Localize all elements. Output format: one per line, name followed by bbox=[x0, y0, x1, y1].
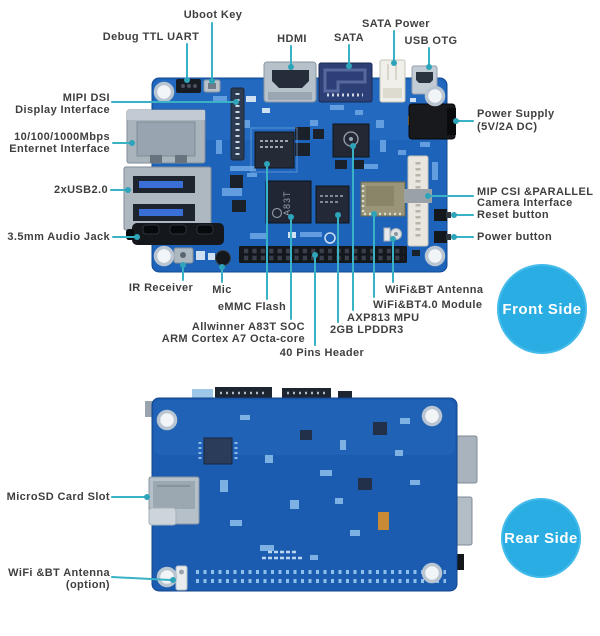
label-power-supply-line1: Power Supply bbox=[477, 108, 555, 120]
silkscreen-logo bbox=[324, 232, 336, 244]
label-hdmi: HDMI bbox=[277, 33, 307, 45]
rear-antenna-connector bbox=[175, 565, 188, 591]
front-side-badge: Front Side bbox=[497, 264, 587, 354]
label-ethernet-line1: 10/100/1000Mbps bbox=[14, 131, 110, 143]
reset-button bbox=[434, 209, 451, 221]
rear-usb-edge bbox=[454, 496, 473, 546]
label-rear-antenna-line1: WiFi &BT Antenna bbox=[8, 567, 110, 579]
front-mounting-holes bbox=[153, 81, 446, 267]
label-soc-line2: ARM Cortex A7 Octa-core bbox=[161, 333, 305, 345]
label-mipi-dsi-line2: Display Interface bbox=[15, 104, 110, 116]
rear-side-badge: Rear Side bbox=[501, 498, 581, 578]
label-wifi-module: WiFi&BT4.0 Module bbox=[373, 299, 483, 311]
label-sata: SATA bbox=[334, 32, 364, 44]
label-microsd: MicroSD Card Slot bbox=[6, 491, 110, 503]
front-side-badge-text: Front Side bbox=[502, 300, 582, 318]
rear-dark-parts bbox=[300, 422, 387, 490]
label-audio-jack: 3.5mm Audio Jack bbox=[7, 231, 110, 243]
power-jack bbox=[408, 103, 456, 140]
leader-dots bbox=[125, 60, 459, 583]
inductors bbox=[230, 127, 420, 256]
label-mipi-dsi: MIPI DSI Display Interface bbox=[15, 92, 110, 116]
power-button bbox=[434, 231, 451, 243]
sata-port bbox=[318, 62, 373, 103]
rear-capacitor bbox=[378, 512, 389, 530]
label-axp813: AXP813 MPU bbox=[347, 312, 420, 324]
rear-top-connectors bbox=[215, 387, 352, 399]
front-board: A83T bbox=[123, 59, 456, 273]
label-usb-otg: USB OTG bbox=[404, 35, 458, 47]
label-rear-antenna-line2: (option) bbox=[65, 579, 110, 591]
label-wifi-antenna: WiFi&BT Antenna bbox=[385, 284, 484, 296]
label-emmc: eMMC Flash bbox=[217, 301, 287, 313]
rear-silkscreen bbox=[220, 415, 420, 560]
label-ethernet-line2: Enternet Interface bbox=[9, 143, 110, 155]
microphone bbox=[215, 250, 231, 266]
label-soc-line1: Allwinner A83T SOC bbox=[191, 321, 305, 333]
rear-top-tab bbox=[192, 389, 213, 399]
front-silkscreen bbox=[213, 96, 438, 239]
hdmi-port bbox=[263, 61, 317, 103]
rear-mounting-holes bbox=[156, 405, 443, 588]
label-usb2: 2xUSB2.0 bbox=[54, 184, 108, 196]
rear-side-badge-text: Rear Side bbox=[504, 529, 578, 547]
label-mic: Mic bbox=[212, 284, 232, 296]
wifi-bt-module bbox=[360, 181, 406, 217]
debug-uart-header bbox=[176, 79, 201, 93]
label-camera-line2: Camera Interface bbox=[477, 197, 573, 209]
mipi-dsi-connector bbox=[230, 87, 245, 161]
ram-chip bbox=[315, 185, 350, 224]
leader-lines bbox=[110, 22, 474, 581]
sata-power-connector bbox=[379, 59, 406, 103]
label-debug-uart: Debug TTL UART bbox=[102, 31, 200, 43]
label-ethernet: 10/100/1000Mbps Enternet Interface bbox=[9, 131, 110, 155]
label-power-supply: Power Supply (5V/2A DC) bbox=[477, 108, 555, 134]
ir-receiver bbox=[173, 247, 194, 264]
label-camera-line1: MIP CSI &PARALLEL bbox=[477, 186, 594, 198]
usb-otg-port bbox=[411, 65, 438, 95]
label-40pins: 40 Pins Header bbox=[279, 347, 365, 359]
rear-board bbox=[145, 387, 478, 592]
label-mipi-dsi-line1: MIPI DSI bbox=[62, 92, 110, 104]
label-power-supply-line2: (5V/2A DC) bbox=[477, 121, 538, 133]
ethernet-port bbox=[126, 109, 206, 164]
emmc-chip bbox=[250, 127, 298, 173]
label-uboot-key: Uboot Key bbox=[183, 9, 243, 21]
label-sata-power: SATA Power bbox=[362, 18, 430, 30]
label-rear-antenna: WiFi &BT Antenna (option) bbox=[8, 567, 110, 591]
rear-chip bbox=[198, 437, 238, 465]
label-ir-receiver: IR Receiver bbox=[128, 282, 194, 294]
label-reset-button: Reset button bbox=[477, 209, 550, 221]
rear-ethernet-edge bbox=[454, 435, 478, 484]
soc-marking: A83T bbox=[282, 190, 292, 216]
microsd-slot bbox=[148, 476, 200, 526]
camera-zif-connector bbox=[404, 155, 432, 247]
label-power-button: Power button bbox=[477, 231, 553, 243]
label-camera: MIP CSI &PARALLEL Camera Interface bbox=[477, 187, 593, 209]
usb2-dual-port bbox=[123, 166, 212, 231]
label-lpddr3: 2GB LPDDR3 bbox=[330, 324, 404, 336]
audio-jack bbox=[126, 223, 224, 245]
gpio-40pin-header bbox=[239, 246, 407, 263]
label-soc: Allwinner A83T SOC ARM Cortex A7 Octa-co… bbox=[162, 321, 305, 345]
axp813-chip bbox=[332, 123, 370, 158]
